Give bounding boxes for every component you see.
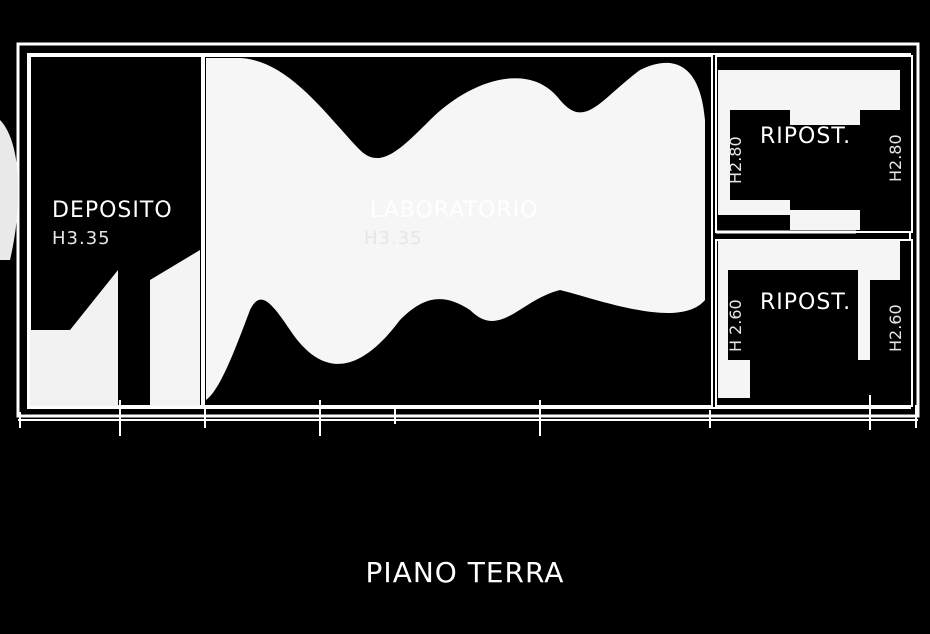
room-name-ripost-lower: RIPOST.	[760, 290, 852, 315]
room-name-laboratorio: LABORATORIO	[370, 198, 539, 223]
room-height-ripost-lower-left: H 2.60	[726, 299, 745, 352]
room-name-deposito: DEPOSITO	[52, 198, 173, 223]
room-height-ripost-upper-left: H2.80	[726, 136, 745, 184]
plan-title: PIANO TERRA	[365, 556, 565, 589]
room-height-ripost-upper-right: H2.80	[886, 134, 905, 182]
room-deposito	[0, 55, 203, 407]
room-ripost-upper	[715, 55, 913, 233]
room-laboratorio	[203, 55, 713, 407]
dimension-line	[18, 395, 918, 436]
room-ripost-lower	[715, 230, 913, 407]
room-height-ripost-lower-right: H2.60	[886, 304, 905, 352]
room-height-laboratorio: H3.35	[364, 228, 423, 249]
room-height-deposito: H3.35	[52, 228, 111, 249]
room-name-ripost-upper: RIPOST.	[760, 124, 852, 149]
